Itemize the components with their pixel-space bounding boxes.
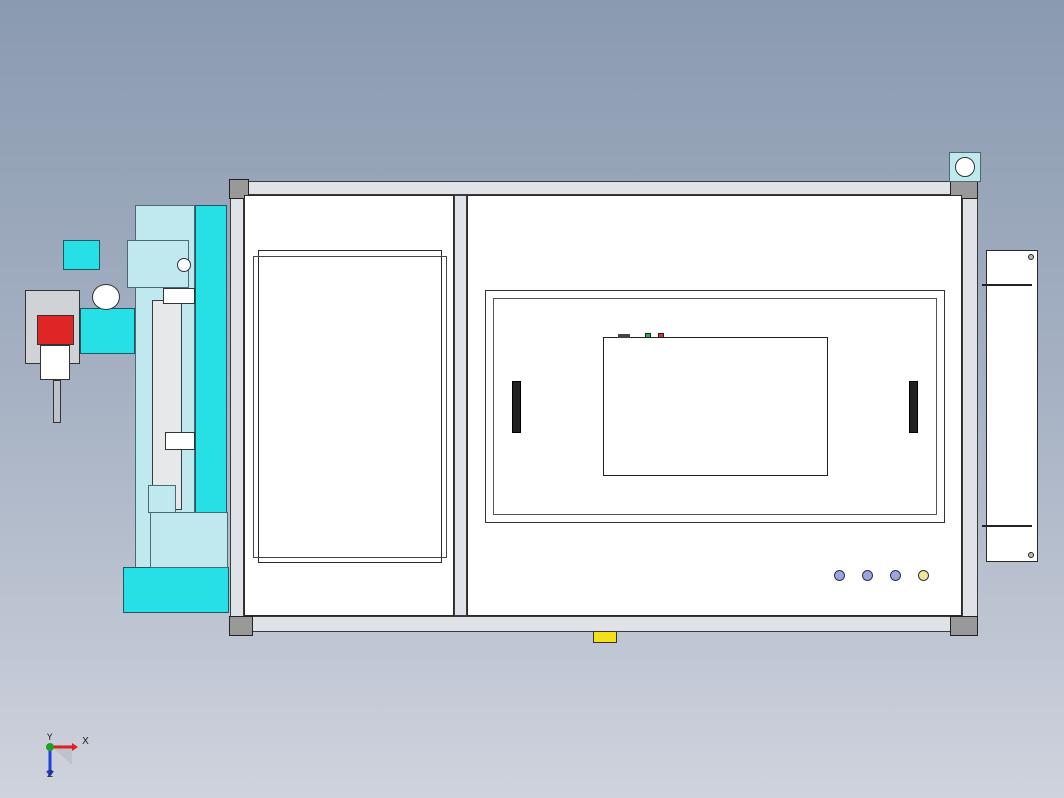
hmi-connector xyxy=(618,334,630,338)
hmi-status-led-green xyxy=(645,333,651,338)
left-rail xyxy=(230,181,244,631)
right-side-screw-bottom xyxy=(1028,552,1034,558)
sensor-block xyxy=(148,485,176,513)
indicator-light-2[interactable] xyxy=(862,570,873,581)
vertical-guide-cover xyxy=(195,205,227,527)
hmi-status-led-red xyxy=(658,333,664,338)
indicator-light-1[interactable] xyxy=(834,570,845,581)
corner-bracket-bl xyxy=(229,616,253,636)
bottom-rail xyxy=(232,616,977,632)
left-door-handle[interactable] xyxy=(512,381,521,433)
bottom-mount-bracket xyxy=(593,631,617,643)
left-panel-door-inner xyxy=(253,256,447,558)
corner-bracket-br xyxy=(950,616,978,636)
motor-coupling xyxy=(92,284,120,310)
base-block xyxy=(123,567,229,613)
center-divider xyxy=(454,195,467,616)
right-rail xyxy=(962,181,978,631)
triad: X Y Z xyxy=(38,733,98,785)
gripper-red-block xyxy=(37,315,74,345)
gripper-rod xyxy=(53,380,61,423)
linear-rail xyxy=(152,300,182,510)
carriage-bolt xyxy=(177,258,191,272)
y-axis-label: Y xyxy=(47,733,53,743)
motor-body xyxy=(80,308,135,354)
hmi-screen[interactable] xyxy=(603,337,828,476)
right-door-handle[interactable] xyxy=(909,381,918,433)
left-panel-door[interactable] xyxy=(258,250,442,563)
right-side-cable-bottom xyxy=(982,525,1032,527)
indicator-light-4[interactable] xyxy=(918,570,929,581)
top-rail xyxy=(232,181,977,195)
z-axis-label: Z xyxy=(47,770,54,780)
right-side-cable-top xyxy=(982,284,1032,286)
viewing-window-inner xyxy=(493,298,937,515)
gripper-jaw xyxy=(40,345,70,380)
corner-bracket-tl xyxy=(229,179,249,199)
slider-plate-lower xyxy=(165,432,195,450)
motor-top xyxy=(63,240,100,270)
exhaust-port-opening xyxy=(955,157,975,177)
right-side-panel xyxy=(986,250,1038,562)
triad-svg xyxy=(46,743,78,777)
exhaust-port xyxy=(949,152,981,182)
right-side-screw-top xyxy=(1028,254,1034,260)
x-axis-label: X xyxy=(82,736,89,747)
base-bracket xyxy=(150,512,228,568)
slider-plate-upper xyxy=(163,288,195,304)
indicator-light-3[interactable] xyxy=(890,570,901,581)
